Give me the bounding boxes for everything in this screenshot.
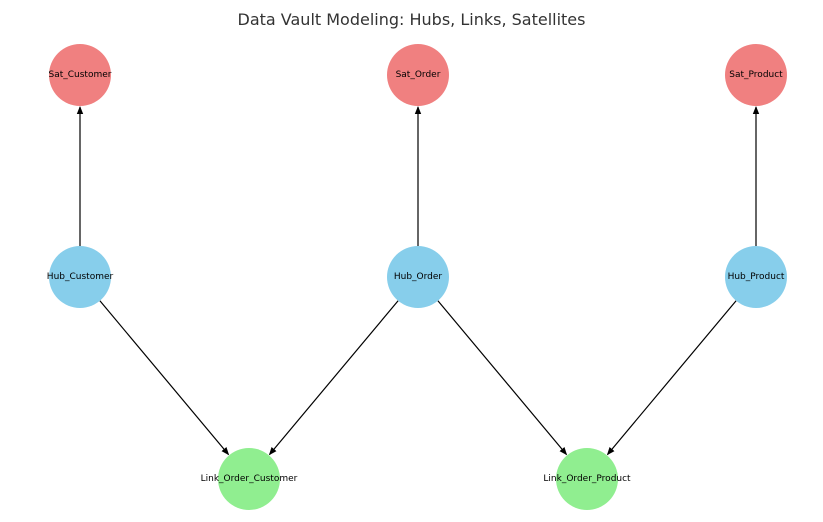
node-sat-order: Sat_Order [387,44,449,106]
node-hub-product: Hub_Product [725,246,787,308]
edge-hub-order-to-link-order-product [437,300,568,456]
node-label: Sat_Product [729,70,783,80]
link-circle [218,448,280,510]
edge-hub-order-to-link-order-customer [268,300,399,456]
satellite-circle [725,44,787,106]
edge-hub-customer-to-link-order-customer [99,300,230,456]
node-label: Link_Order_Customer [201,474,298,484]
edges-layer [76,106,760,456]
satellite-circle [49,44,111,106]
node-label: Hub_Order [394,272,443,282]
hub-circle [725,246,787,308]
satellite-circle [387,44,449,106]
nodes-layer: Sat_Customer Sat_Order Sat_ProductHub_Cust… [47,44,787,510]
hub-circle [49,246,111,308]
node-sat-product: Sat_Product [725,44,787,106]
diagram-title: Data Vault Modeling: Hubs, Links, Satell… [237,10,586,29]
node-label: Sat_Customer [49,70,112,80]
link-circle [556,448,618,510]
edge-hub-product-to-link-order-product [606,300,737,456]
node-sat-customer: Sat_Customer [49,44,112,106]
node-link-order-customer: Link_Order_Customer [201,448,298,510]
node-link-order-product: Link_Order_Product [543,448,631,510]
node-label: Link_Order_Product [543,474,631,484]
node-hub-order: Hub_Order [387,246,449,308]
node-label: Hub_Customer [47,272,114,282]
node-hub-customer: Hub_Customer [47,246,114,308]
hub-circle [387,246,449,308]
node-label: Hub_Product [728,272,785,282]
node-label: Sat_Order [396,70,441,80]
